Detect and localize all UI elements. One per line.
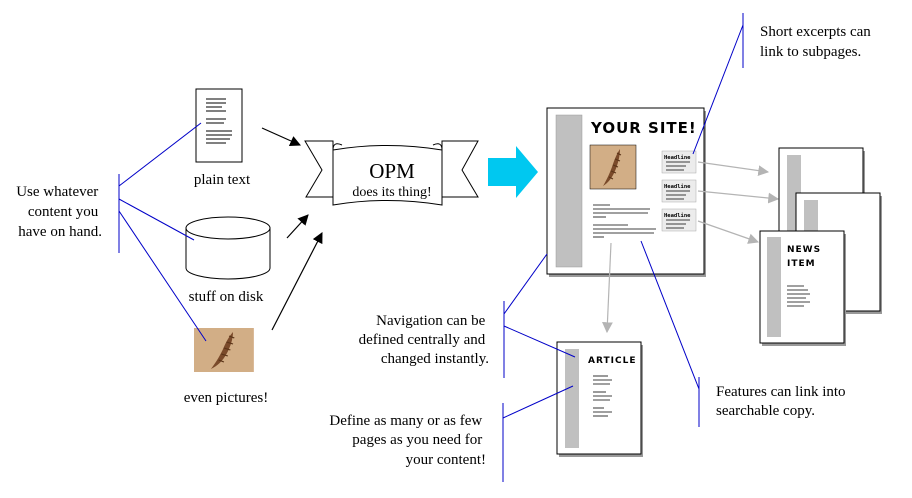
- site-photo: [589, 144, 637, 190]
- process-arrow: [488, 146, 538, 198]
- callout-lines: [118, 13, 744, 482]
- excerpts-caption: Short excerpts can link to subpages.: [760, 24, 875, 60]
- site-main-page: [546, 107, 706, 277]
- define-pages-caption: Define as many or as few pages as you ne…: [329, 413, 486, 468]
- arrow-to-subpage-2: [697, 190, 780, 204]
- plain-text-label: plain text: [194, 172, 251, 188]
- disk-cylinder-icon: [185, 216, 271, 280]
- site-nav-sidebar: [555, 114, 583, 268]
- opm-banner: [304, 140, 479, 206]
- opm-title: OPM: [369, 159, 415, 183]
- article-title: ARTICLE: [588, 356, 636, 366]
- arrow-disk-to-opm: [286, 214, 309, 239]
- article-page: [556, 341, 643, 457]
- news-item-page: [759, 230, 846, 346]
- feature-headline-2: Headline: [664, 184, 691, 190]
- arrow-text-to-opm: [261, 127, 301, 146]
- arrow-to-subpage-3: [697, 220, 760, 244]
- content-caption: Use whatever content you have on hand.: [16, 184, 102, 240]
- features-caption: Features can link into searchable copy.: [716, 384, 849, 419]
- site-title: YOUR SITE!: [590, 119, 697, 137]
- feature-headline-3: Headline: [664, 213, 691, 219]
- news-title-line-2: ITEM: [787, 259, 816, 269]
- arrow-to-subpage-1: [697, 161, 770, 176]
- arrow-picture-to-opm: [271, 232, 323, 331]
- plain-text-document: [195, 88, 243, 163]
- even-pictures-label: even pictures!: [184, 390, 269, 406]
- feature-headline-1: Headline: [664, 155, 691, 161]
- news-title-line-1: NEWS: [787, 245, 821, 255]
- stuff-on-disk-label: stuff on disk: [189, 289, 264, 305]
- fossil-picture: [193, 327, 255, 373]
- opm-subtitle: does its thing!: [352, 185, 431, 200]
- navigation-caption: Navigation can be defined centrally and …: [359, 313, 489, 367]
- arrow-to-article: [602, 242, 613, 334]
